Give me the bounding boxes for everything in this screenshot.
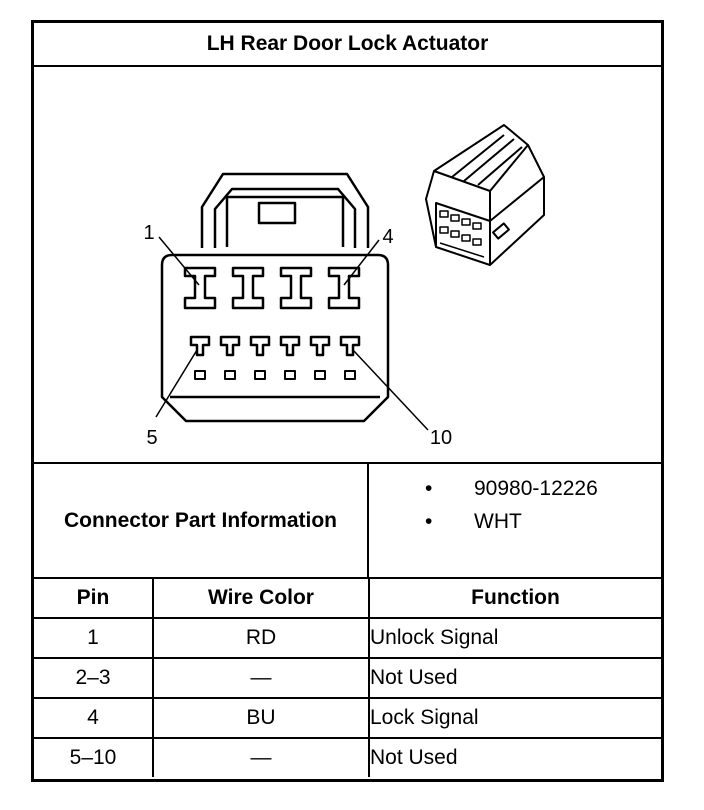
terminal-4 [327, 266, 361, 310]
part-number-item: • 90980-12226 [369, 474, 659, 504]
terminal-5 [189, 335, 211, 357]
bullet-icon: • [425, 477, 433, 500]
table-row: 1 RD Unlock Signal [34, 617, 661, 659]
pin-cell: 5–10 [34, 737, 154, 777]
leader-pin-4 [343, 239, 380, 286]
leader-pin-10 [352, 349, 429, 431]
large-terminals [183, 266, 361, 310]
terminal-9 [309, 335, 331, 357]
pin-label-4: 4 [382, 226, 393, 248]
lower-holes [194, 370, 356, 380]
header-wire-color: Wire Color [152, 579, 370, 619]
header-pin: Pin [34, 579, 154, 619]
connector-3d-illustration [425, 124, 545, 266]
wire-color-cell: — [152, 737, 370, 777]
terminal-10 [339, 335, 361, 357]
small-terminals [189, 335, 361, 357]
terminal-2 [231, 266, 265, 310]
pin-label-10: 10 [430, 427, 452, 449]
page-title: LH Rear Door Lock Actuator [34, 23, 661, 67]
leader-pin-1 [158, 236, 200, 286]
connector-card: LH Rear Door Lock Actuator [31, 20, 664, 782]
connector-color: WHT [474, 510, 522, 533]
connector-info-values: • 90980-12226 • WHT [369, 464, 661, 577]
pin-cell: 1 [34, 617, 154, 659]
part-number: 90980-12226 [474, 477, 598, 500]
terminal-6 [219, 335, 241, 357]
pin-table: Pin Wire Color Function 1 RD Unlock Sign… [34, 579, 661, 777]
header-function: Function [368, 579, 661, 619]
wire-color-cell: BU [152, 697, 370, 739]
function-cell: Lock Signal [368, 697, 661, 739]
pin-table-header: Pin Wire Color Function [34, 579, 661, 619]
connector-face-drawing: 1 4 5 10 [143, 124, 545, 449]
pin-label-5: 5 [146, 427, 157, 449]
table-row: 2–3 — Not Used [34, 657, 661, 699]
connector-color-item: • WHT [369, 507, 659, 537]
table-row: 5–10 — Not Used [34, 737, 661, 777]
function-cell: Unlock Signal [368, 617, 661, 659]
connector-body [160, 253, 390, 423]
wire-color-cell: — [152, 657, 370, 699]
terminal-3 [279, 266, 313, 310]
pin-cell: 4 [34, 697, 154, 739]
pin-label-1: 1 [143, 222, 154, 244]
table-row: 4 BU Lock Signal [34, 697, 661, 739]
latch-housing [200, 172, 370, 248]
connector-info-label: Connector Part Information [34, 464, 369, 577]
terminal-8 [279, 335, 301, 357]
latch-lock-outline [225, 195, 345, 247]
wire-color-cell: RD [152, 617, 370, 659]
connector-diagram: 1 4 5 10 [34, 67, 661, 462]
bullet-icon: • [425, 510, 433, 533]
function-cell: Not Used [368, 657, 661, 699]
function-cell: Not Used [368, 737, 661, 777]
connector-part-information: Connector Part Information • 90980-12226… [34, 462, 661, 579]
terminal-7 [249, 335, 271, 357]
latch-tab [257, 201, 297, 225]
latch-inner [213, 187, 357, 248]
pin-cell: 2–3 [34, 657, 154, 699]
terminal-1 [183, 266, 217, 310]
leader-pin-5 [155, 349, 198, 418]
